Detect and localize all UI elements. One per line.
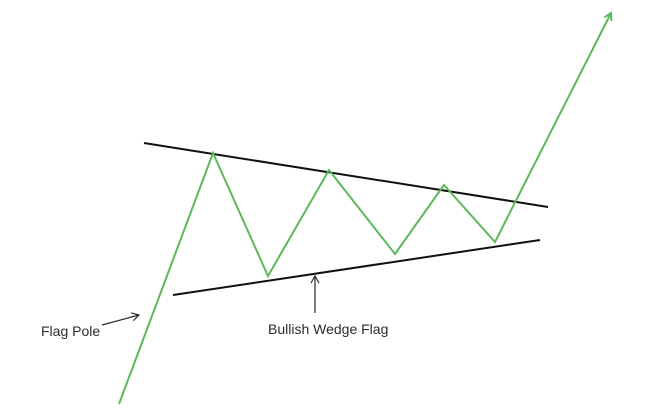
lower-trend-line	[172, 239, 541, 296]
wedge-label: Bullish Wedge Flag	[268, 321, 389, 337]
flag-pole-label: Flag Pole	[41, 323, 101, 339]
price-line	[118, 13, 611, 405]
upper-trend-line	[143, 142, 549, 208]
flag-pole-pointer-arrow	[101, 312, 141, 326]
